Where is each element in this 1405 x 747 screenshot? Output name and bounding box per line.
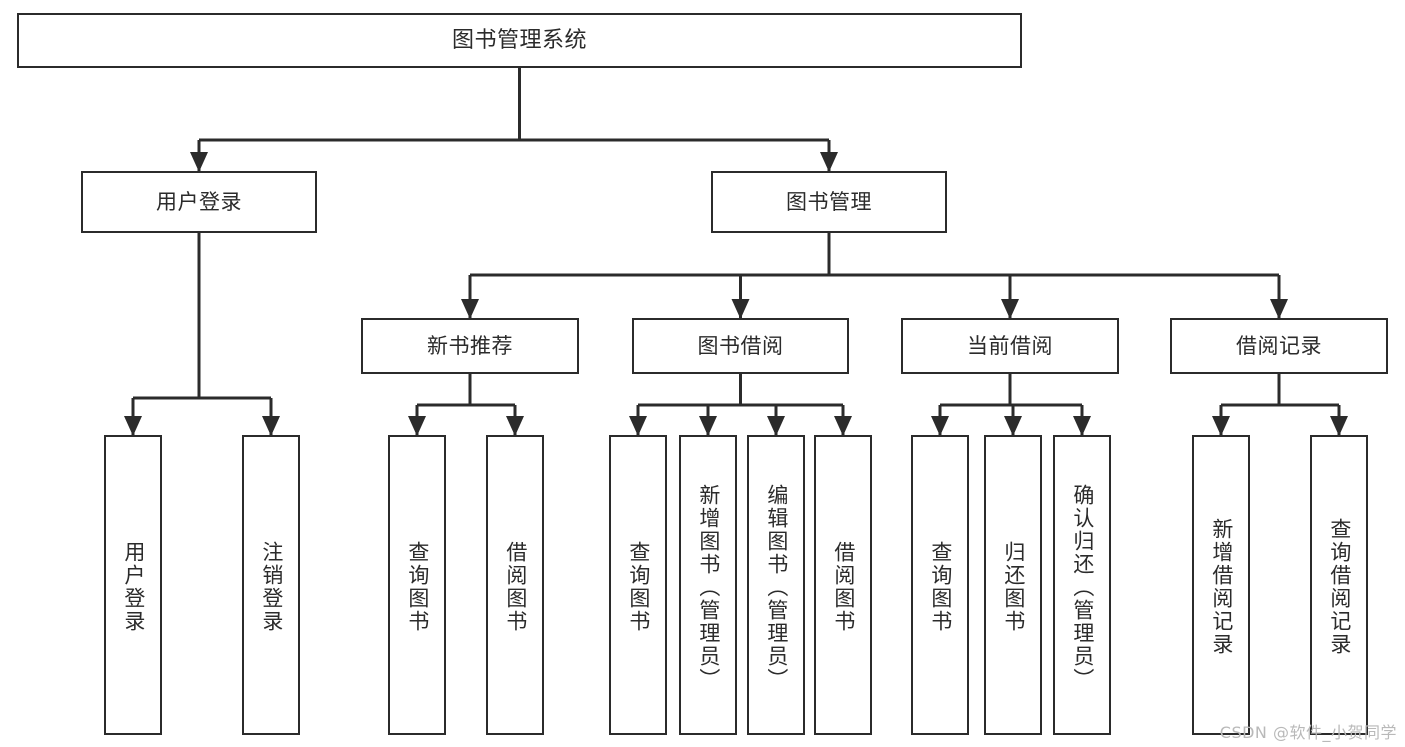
node-new-book-rec[interactable]: 新书推荐 (361, 318, 579, 374)
node-label: 当前借阅 (967, 333, 1053, 358)
node-label: 查询图书 (626, 541, 651, 633)
node-user-login[interactable]: 用户登录 (81, 171, 317, 233)
node-label: 编辑图书（管理员） (764, 483, 789, 691)
node-label: 借阅图书 (831, 541, 856, 633)
node-book-borrow[interactable]: 图书借阅 (632, 318, 849, 374)
node-label: 归还图书 (1001, 541, 1026, 633)
node-label: 用户登录 (121, 541, 146, 633)
node-label: 查询图书 (928, 541, 953, 633)
node-label: 新增图书（管理员） (696, 483, 721, 691)
node-label: 借阅记录 (1236, 333, 1322, 358)
node-leaf-query-rec[interactable]: 查询借阅记录 (1310, 435, 1368, 735)
node-leaf-add-rec[interactable]: 新增借阅记录 (1192, 435, 1250, 735)
node-label: 新增借阅记录 (1209, 518, 1234, 656)
node-label: 图书管理系统 (451, 27, 587, 53)
node-borrow-record[interactable]: 借阅记录 (1170, 318, 1388, 374)
node-current-borrow[interactable]: 当前借阅 (901, 318, 1119, 374)
node-root[interactable]: 图书管理系统 (17, 13, 1022, 68)
node-leaf-query-2[interactable]: 查询图书 (609, 435, 667, 735)
node-label: 确认归还（管理员） (1070, 483, 1095, 691)
node-label: 图书借阅 (697, 333, 784, 358)
node-label: 查询借阅记录 (1327, 518, 1352, 656)
node-label: 注销登录 (259, 541, 284, 633)
node-leaf-borrow-2[interactable]: 借阅图书 (814, 435, 872, 735)
node-label: 新书推荐 (427, 333, 513, 358)
node-leaf-query-3[interactable]: 查询图书 (911, 435, 969, 735)
node-book-manage[interactable]: 图书管理 (711, 171, 947, 233)
node-label: 借阅图书 (503, 541, 528, 633)
node-leaf-user-login[interactable]: 用户登录 (104, 435, 162, 735)
node-label: 查询图书 (405, 541, 430, 633)
node-label: 用户登录 (156, 189, 242, 214)
node-label: 图书管理 (786, 189, 872, 214)
node-leaf-edit-book[interactable]: 编辑图书（管理员） (747, 435, 805, 735)
node-leaf-query-1[interactable]: 查询图书 (388, 435, 446, 735)
node-leaf-add-book[interactable]: 新增图书（管理员） (679, 435, 737, 735)
node-leaf-logout[interactable]: 注销登录 (242, 435, 300, 735)
watermark-label: CSDN @软件_小贺同学 (1219, 723, 1397, 742)
node-leaf-return[interactable]: 归还图书 (984, 435, 1042, 735)
node-leaf-confirm[interactable]: 确认归还（管理员） (1053, 435, 1111, 735)
node-leaf-borrow-1[interactable]: 借阅图书 (486, 435, 544, 735)
